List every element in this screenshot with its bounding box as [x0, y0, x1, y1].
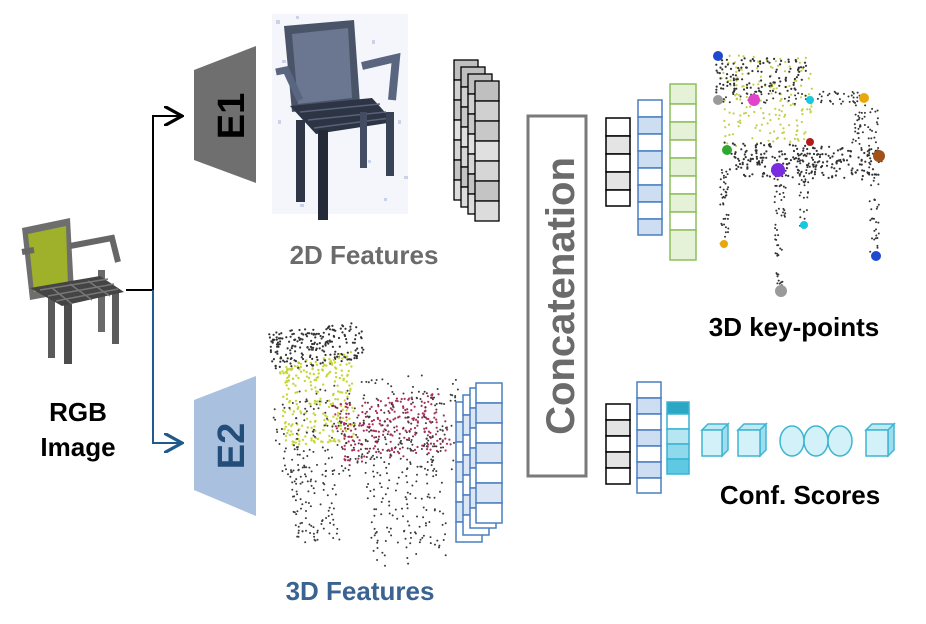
score-head-layers — [605, 381, 690, 494]
concatenation-box — [526, 114, 588, 478]
concatenation-label: Concatenation — [539, 157, 583, 435]
2d-features-label: 2D Features — [290, 240, 439, 270]
2d-feature-map-stack — [453, 59, 500, 222]
encoder-e2 — [194, 376, 256, 516]
cube-icon — [864, 422, 896, 458]
keypoints-label: 3D key-points — [709, 312, 880, 342]
input-label-line1: RGB — [49, 397, 107, 427]
3d-feature-map-stack — [455, 382, 503, 543]
keypoint-head-layers — [605, 83, 697, 261]
input-label-line2: Image — [40, 432, 115, 462]
ellipse-icon — [827, 425, 853, 457]
ellipse-icon — [803, 425, 829, 457]
keypoint-markers — [713, 51, 885, 297]
score-shapes — [700, 422, 896, 458]
conf-scores-label: Conf. Scores — [720, 480, 880, 510]
input-chair-image — [21, 218, 124, 364]
branch-arrow-e1 — [126, 116, 180, 291]
branch-arrow-e2 — [152, 290, 180, 443]
ellipse-icon — [779, 425, 805, 457]
3d-features-label: 3D Features — [286, 576, 435, 606]
cube-icon — [700, 422, 730, 458]
encoder-e2-label: E2 — [211, 423, 253, 469]
keypoint-chair-cloud — [715, 53, 883, 291]
3d-feature-point-cloud — [268, 322, 461, 567]
encoder-e1-label: E1 — [211, 93, 253, 139]
encoder-e1 — [194, 46, 256, 183]
2d-feature-chair-image — [272, 14, 408, 220]
cube-icon — [736, 422, 768, 458]
